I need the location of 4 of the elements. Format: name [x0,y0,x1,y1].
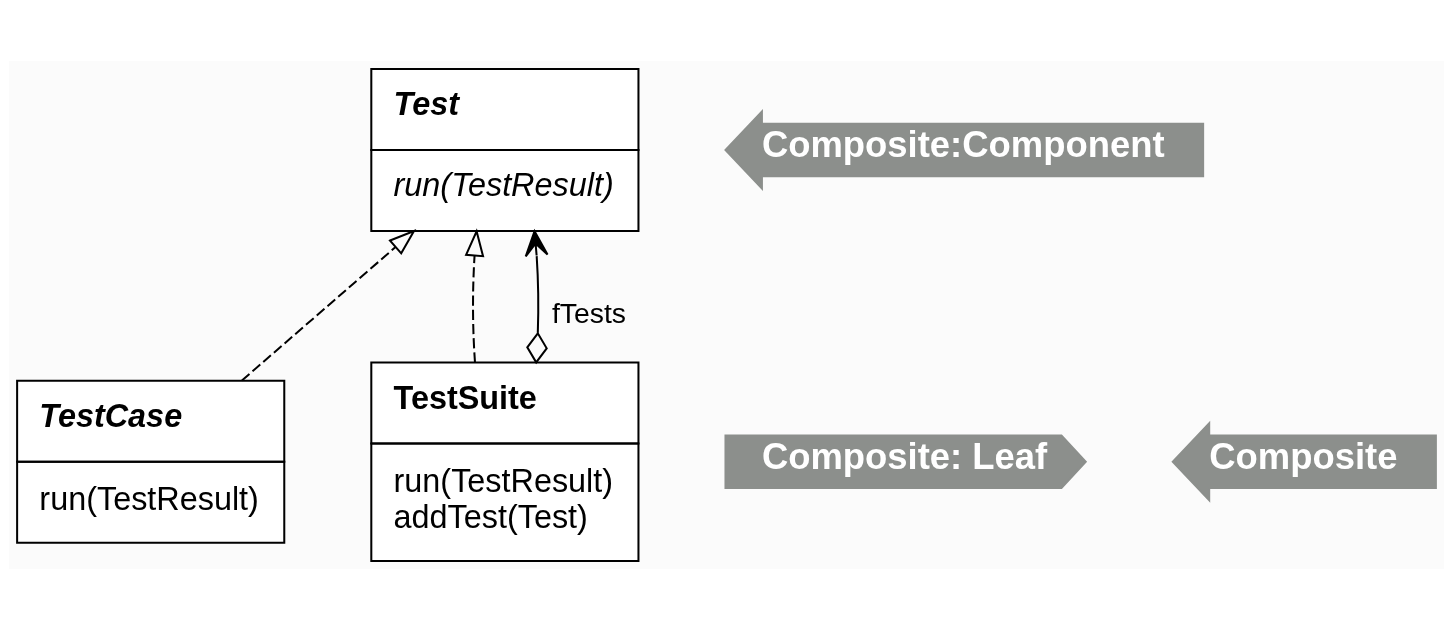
arrow [524,230,549,365]
edge-label: fTests [551,296,626,329]
arrow [241,229,417,382]
arrow [464,228,485,363]
